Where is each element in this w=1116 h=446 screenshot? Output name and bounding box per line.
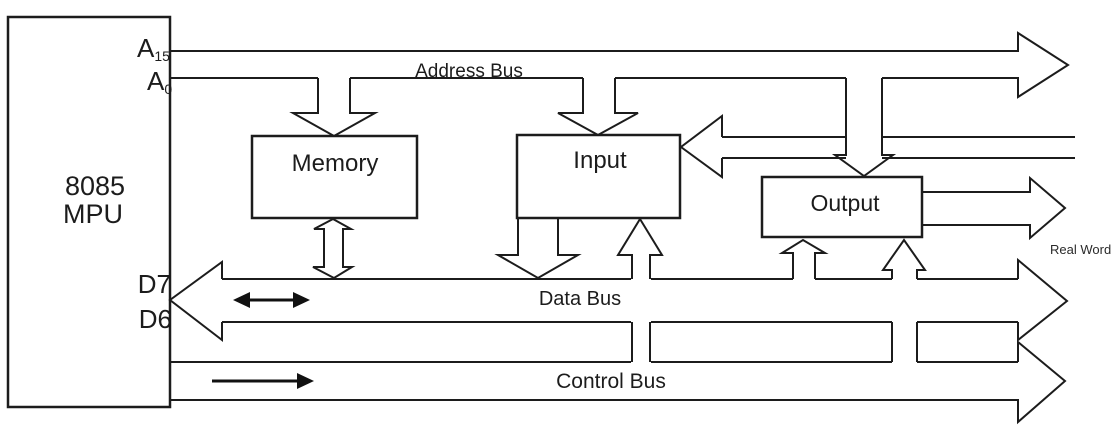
- output-to-realworld-arrow: [922, 175, 1067, 241]
- output-box: [760, 175, 924, 239]
- address-to-input-arrow: [557, 78, 639, 137]
- arrowhead-left: [233, 292, 250, 308]
- pin-a15-sub: 15: [154, 48, 170, 64]
- address-to-output-arrow: [831, 78, 897, 178]
- realworld-to-input-arrow: [679, 113, 1075, 179]
- pin-label-a15: A15: [137, 33, 170, 64]
- control-bus-label: Control Bus: [556, 370, 666, 393]
- real-world-annotation: Real Word: [1050, 242, 1111, 257]
- mpu-box: [6, 15, 172, 409]
- pin-label-d7: D7: [138, 269, 171, 299]
- diagram-linework: [6, 15, 1075, 425]
- memory-box-label: Memory: [292, 150, 379, 177]
- pin-label-d6: D6: [139, 304, 172, 334]
- input-box-label: Input: [573, 147, 627, 174]
- address-bus-label: Address Bus: [415, 61, 523, 82]
- control-to-input-arrow: [616, 217, 664, 362]
- pin-a0-base: A: [147, 66, 165, 96]
- output-box-label: Output: [810, 190, 880, 216]
- mpu-label-line1: 8085: [65, 171, 125, 201]
- address-to-memory-arrow: [289, 78, 379, 138]
- pin-a15-base: A: [137, 33, 155, 63]
- data-bus-label: Data Bus: [539, 288, 621, 310]
- control-to-output-arrow: [881, 238, 927, 362]
- data-direction-doublearrow: [233, 292, 310, 308]
- mpu-label-line2: MPU: [63, 199, 123, 229]
- address-bus-shape: [170, 31, 1070, 99]
- arrowhead-right: [293, 292, 310, 308]
- arrowhead-right: [297, 373, 314, 389]
- control-direction-arrow: [212, 373, 314, 389]
- pin-a0-sub: 0: [164, 81, 172, 97]
- control-bus-shape: [170, 339, 1067, 425]
- pin-label-a0: A0: [147, 66, 172, 97]
- data-bus-shape: [168, 257, 1069, 343]
- data-to-output-arrow: [778, 238, 829, 279]
